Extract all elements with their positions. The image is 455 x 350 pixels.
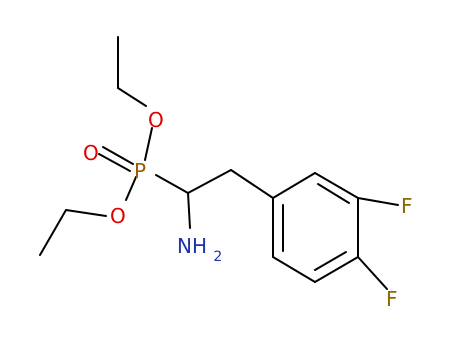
atom-fluorine-top: F xyxy=(401,194,413,218)
bond-p-calpha xyxy=(155,174,189,194)
atom-fluorine-bottom: F xyxy=(386,287,398,311)
ring-bond-1 xyxy=(272,172,316,199)
ring-bond-4 xyxy=(314,256,359,283)
atom-label-layer: O O P O NH 2 F F xyxy=(83,108,413,311)
amine-subscript: 2 xyxy=(213,249,222,265)
atom-oxygen-double: O xyxy=(83,141,99,165)
ring-bond-2 xyxy=(314,172,359,199)
atom-amine: NH 2 xyxy=(177,234,222,265)
bond-o-ch2-left xyxy=(65,209,107,217)
atom-phosphorus: P xyxy=(134,159,146,183)
bond-p-o-double-1 xyxy=(102,146,134,165)
bond-p-o-double-2 xyxy=(98,153,131,172)
ring-bond-5 xyxy=(272,256,316,283)
ring-inner-bond-a xyxy=(317,183,350,204)
bond-layer xyxy=(39,36,399,290)
amine-main-label: NH xyxy=(177,234,207,258)
bond-ring-f-bottom xyxy=(357,256,388,290)
bond-ch2-ring xyxy=(230,169,274,199)
bond-calpha-n xyxy=(187,192,191,229)
atom-oxygen-left: O xyxy=(110,204,126,228)
ring-inner-bond-b xyxy=(314,251,347,271)
bond-o-p-top xyxy=(144,127,153,161)
atom-oxygen-top: O xyxy=(148,108,164,132)
bond-p-o-left xyxy=(125,176,137,201)
bond-calpha-ch2 xyxy=(187,169,232,194)
bond-ch2-ch3-left xyxy=(39,209,67,256)
bond-ch2-o-top xyxy=(117,87,147,107)
bond-ring-f-top xyxy=(357,197,399,206)
